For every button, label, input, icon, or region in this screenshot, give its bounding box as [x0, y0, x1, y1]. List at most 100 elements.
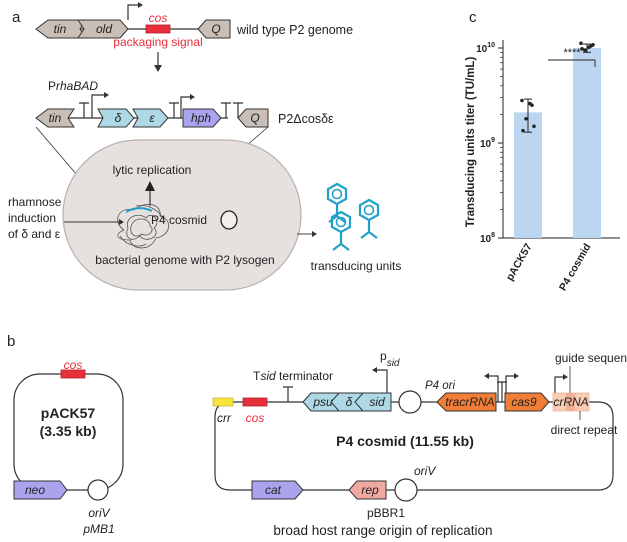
data-point — [580, 47, 584, 51]
data-point — [520, 98, 524, 103]
panel-a-label: a — [12, 9, 21, 26]
terminator-3 — [221, 102, 231, 118]
pack57-neo-gene — [13, 480, 68, 500]
p4-rep-gene — [348, 480, 387, 500]
tracr-terminator — [497, 381, 507, 402]
data-point — [524, 116, 528, 121]
data-point — [528, 101, 532, 106]
wt-promoter-arrow — [127, 4, 138, 20]
p4-rep-label: rep — [361, 483, 379, 497]
chart-bars — [514, 41, 601, 238]
wt-genome-caption: wild type P2 genome — [236, 23, 353, 37]
data-point — [591, 43, 595, 47]
p4-ori-label: P4 ori — [425, 380, 455, 392]
p4-cat-label: cat — [265, 483, 282, 497]
p4-cos-label: cos — [246, 411, 265, 425]
mut-gene-hph-label: hph — [191, 111, 211, 125]
p2-prophage-segment — [125, 207, 153, 213]
bacterial-genome-label: bacterial genome with P2 lysogen — [95, 253, 274, 267]
promoter-label: PrhaBAD — [48, 79, 98, 93]
p4-cosmid-name: P4 cosmid (11.55 kb) — [336, 433, 474, 449]
tracr-promoter — [489, 375, 499, 402]
pack57-plasmid: cos pACK57 (3.35 kb) neo oriV pMB1 — [13, 358, 124, 536]
mut-gene-delta — [97, 108, 135, 128]
broad-host-range-label: broad host range origin of replication — [273, 523, 492, 538]
p4-pbbr1-label: pBBR1 — [367, 506, 405, 520]
rhamnose-label-3: of δ and ε — [8, 227, 61, 241]
significance-bracket: **** — [548, 47, 596, 67]
mut-gene-epsilon — [132, 108, 169, 128]
tsid-terminator — [283, 386, 293, 402]
lytic-arrowhead — [145, 181, 155, 191]
tracr-promoter-arrowhead — [484, 373, 489, 379]
p4-cas9-gene — [504, 392, 550, 412]
rha-promoter-arrowhead — [104, 92, 109, 98]
direct-repeat-label: direct repeat — [551, 423, 618, 437]
wt-gene-q — [197, 19, 231, 39]
data-point — [521, 128, 525, 133]
rha-promoter-arrow — [91, 94, 104, 118]
terminator-4 — [233, 102, 243, 118]
p4-cos-site — [242, 397, 268, 407]
mut-gene-hph — [182, 108, 222, 128]
psid-arrowhead — [372, 367, 377, 373]
crrna-spacer — [566, 393, 575, 411]
deletion-arrowhead — [154, 65, 162, 72]
phage-2 — [358, 198, 380, 239]
y-tick-label: 1010 — [476, 42, 495, 55]
terminator-1 — [79, 102, 89, 118]
transducing-units — [326, 182, 380, 251]
pack57-cos-label: cos — [64, 358, 83, 372]
rhamnose-label-1: rhamnose — [8, 195, 62, 209]
cell-body — [62, 139, 302, 291]
mut-gene-q — [237, 108, 269, 128]
p4-sid-gene — [354, 392, 392, 412]
p4-oriv-circle — [394, 478, 418, 502]
p4-cas9-label: cas9 — [511, 395, 537, 409]
data-point — [583, 48, 587, 52]
panel-c-label: c — [469, 9, 477, 26]
hph-promoter-arrow — [180, 96, 190, 118]
release-arrowhead — [312, 231, 317, 237]
p4-cosmid-label: P4 cosmid — [151, 213, 207, 227]
pack57-cos-site — [60, 369, 86, 379]
mut-gene-epsilon-label: ε — [149, 111, 155, 125]
pack57-name: pACK57 — [41, 405, 96, 421]
wild-type-genome: tin old cos packaging signal Q wild type… — [35, 2, 353, 49]
wt-promoter-arrowhead — [138, 2, 143, 8]
guide-sequence-label: guide sequence — [555, 351, 627, 365]
titer-chart: Transducing units titer (TU/mL) 10810910… — [465, 40, 620, 293]
psid-label: psid — [380, 349, 400, 369]
bar-0 — [514, 112, 542, 238]
data-point — [587, 45, 591, 49]
x-tick-label-0: pACK57 — [504, 241, 535, 283]
y-tick-label: 109 — [480, 137, 495, 150]
packaging-signal-label: packaging signal — [113, 35, 202, 49]
significance-line — [548, 59, 596, 67]
wt-cos-label: cos — [149, 11, 168, 25]
p4-tracrrna-label: tracrRNA — [445, 395, 494, 409]
cas9-promoter-arrowhead — [514, 373, 519, 379]
data-point — [579, 41, 583, 46]
panel-b-label: b — [7, 333, 15, 350]
wt-cos-site — [145, 24, 171, 34]
crrna-promoter-arrowhead — [563, 374, 568, 380]
p4-cat-gene — [251, 480, 304, 500]
p4-sid-label: sid — [369, 395, 385, 409]
p4-oriv-label: oriV — [414, 464, 436, 478]
wt-gene-tin-label: tin — [54, 22, 67, 36]
mutant-genome: PrhaBAD tin δ ε hph Q P2Δcosδε — [35, 79, 334, 128]
p4-crr-label: crr — [217, 411, 232, 425]
rhamnose-label-2: induction — [8, 211, 56, 225]
lytic-replication-label: lytic replication — [113, 163, 192, 177]
significance-stars: **** — [563, 47, 581, 59]
mut-gene-tin — [35, 108, 75, 128]
phage-3 — [330, 210, 352, 251]
p4-psu-label: psu — [312, 395, 333, 409]
x-tick-label-1: P4 cosmid — [557, 242, 594, 293]
tsid-terminator-label: Tsid terminator — [253, 369, 333, 383]
bar-1 — [573, 48, 601, 238]
bacterial-cell: lytic replication P4 cosmid bacterial ge… — [62, 139, 302, 291]
p4-crr-block — [212, 397, 234, 407]
